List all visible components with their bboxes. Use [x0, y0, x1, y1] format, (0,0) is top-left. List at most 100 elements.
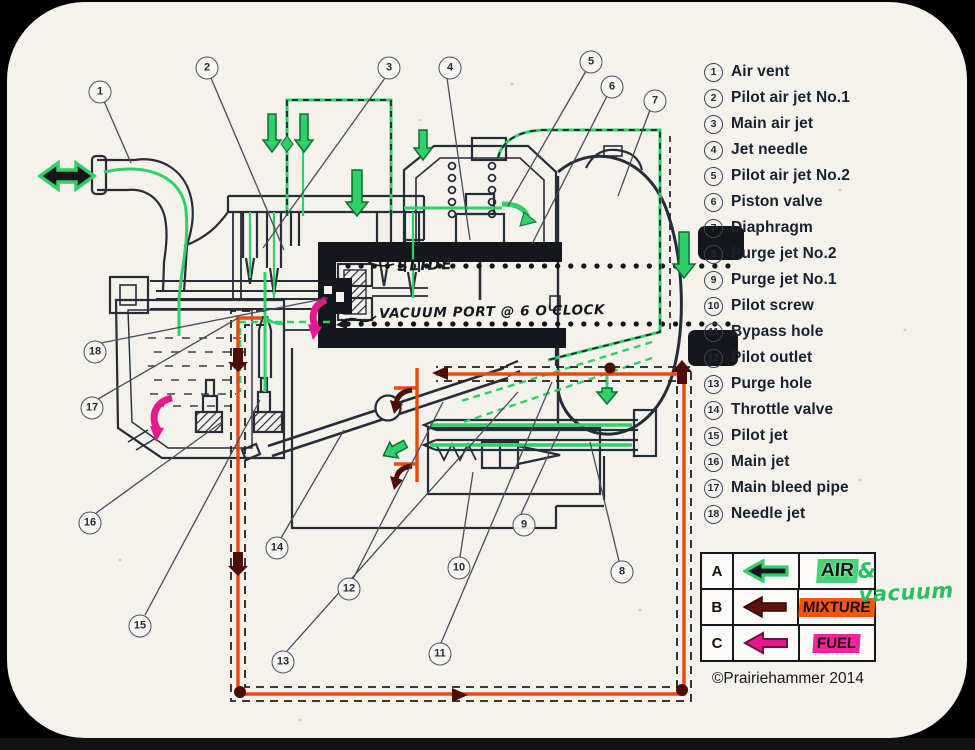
air-flow-paths — [37, 98, 697, 459]
legend-label: Needle jet — [731, 505, 806, 523]
legend-number: 1 — [704, 62, 723, 82]
key-label-air: AIR — [815, 559, 859, 583]
carburetor-line-art — [90, 136, 683, 530]
key-letter-c: C — [702, 626, 734, 660]
legend-label: Bypass hole — [731, 323, 824, 341]
legend-item-11: 11 Bypass hole — [704, 319, 850, 345]
fuel-arrow-icon — [734, 626, 800, 660]
legend-number: 10 — [704, 296, 723, 316]
legend-item-5: 5 Pilot air jet No.2 — [704, 163, 850, 189]
key-label-fuel: FUEL — [812, 633, 862, 653]
legend-item-14: 14 Throttle valve — [704, 397, 850, 423]
legend-number: 14 — [704, 400, 723, 420]
annotation-slide: SLIDE — [396, 255, 454, 275]
callout-15: 15 — [128, 614, 152, 638]
air-arrow-icon — [734, 554, 800, 588]
callout-9: 9 — [512, 513, 536, 537]
legend-item-3: 3 Main air jet — [704, 111, 850, 137]
legend-label: Piston valve — [731, 193, 823, 211]
legend-label: Air vent — [731, 63, 790, 81]
legend-label: Pilot jet — [731, 427, 788, 445]
legend-label: Purge jet No.2 — [731, 245, 837, 263]
callout-2: 2 — [195, 56, 219, 80]
mixture-flow-path — [228, 310, 692, 702]
callout-6: 6 — [600, 75, 624, 99]
callout-1: 1 — [88, 80, 112, 104]
legend-item-4: 4 Jet needle — [704, 137, 850, 163]
copyright-text: ©Prairiehammer 2014 — [712, 670, 864, 687]
air-double-arrow — [37, 159, 97, 193]
legend-number: 4 — [704, 140, 723, 160]
legend-number: 13 — [704, 374, 723, 394]
fuel-arrow-vacuum-port — [309, 296, 328, 330]
legend-item-15: 15 Pilot jet — [704, 423, 850, 449]
legend-item-6: 6 Piston valve — [704, 189, 850, 215]
mixture-arrow-icon — [734, 590, 799, 624]
callout-7: 7 — [643, 89, 667, 113]
callout-8: 8 — [610, 560, 634, 584]
key-row-mixture: B MIXTURE — [702, 588, 875, 624]
key-row-fuel: C FUEL — [702, 624, 874, 660]
legend-number: 16 — [704, 452, 723, 472]
fuel-arrow-float-valve — [150, 394, 174, 432]
key-letter-a: A — [702, 554, 734, 588]
legend-label: Jet needle — [731, 141, 808, 159]
callout-13: 13 — [271, 650, 295, 674]
legend-label: Main bleed pipe — [731, 479, 849, 497]
callout-4: 4 — [438, 56, 462, 80]
callout-17: 17 — [80, 396, 104, 420]
air-arrow-down-3 — [412, 129, 434, 162]
parts-legend: 1 Air vent 2 Pilot air jet No.1 3 Main air … — [704, 59, 850, 527]
paper-speckles — [118, 82, 907, 722]
flow-key-table: A AIR B MIXTURE C FUEL — [700, 552, 876, 662]
key-letter-b: B — [702, 590, 734, 624]
legend-label: Main jet — [731, 453, 790, 471]
legend-number: 9 — [704, 270, 723, 290]
legend-label: Throttle valve — [731, 401, 834, 419]
legend-number: 5 — [704, 166, 723, 186]
legend-label: Purge jet No.1 — [731, 271, 837, 289]
legend-item-10: 10 Pilot screw — [704, 293, 850, 319]
legend-number: 7 — [704, 218, 723, 238]
legend-item-9: 9 Purge jet No.1 — [704, 267, 850, 293]
legend-item-8: 8 Purge jet No.2 — [704, 241, 850, 267]
legend-number: 6 — [704, 192, 723, 212]
legend-number: 3 — [704, 114, 723, 134]
callout-14: 14 — [265, 536, 289, 560]
legend-number: 11 — [704, 322, 723, 342]
fuel-arrows — [150, 296, 328, 442]
air-arrow-down-4 — [344, 169, 370, 218]
legend-label: Diaphragm — [731, 219, 813, 237]
legend-number: 12 — [704, 348, 723, 368]
legend-item-2: 2 Pilot air jet No.1 — [704, 85, 850, 111]
callout-11: 11 — [428, 642, 452, 666]
legend-label: Purge hole — [731, 375, 813, 393]
callout-3: 3 — [377, 56, 401, 80]
legend-item-7: 7 Diaphragm — [704, 215, 850, 241]
legend-item-12: 12 Pilot outlet — [704, 345, 850, 371]
legend-number: 17 — [704, 478, 723, 498]
legend-item-1: 1 Air vent — [704, 59, 850, 85]
legend-item-16: 16 Main jet — [704, 449, 850, 475]
callout-leader-lines — [95, 70, 651, 652]
bottom-photo-edge — [0, 738, 975, 750]
legend-label: Pilot screw — [731, 297, 814, 315]
key-row-air: A AIR — [702, 554, 874, 588]
legend-label: Pilot air jet No.2 — [731, 167, 850, 185]
air-arrow-down-5 — [671, 231, 697, 280]
legend-item-13: 13 Purge hole — [704, 371, 850, 397]
legend-number: 2 — [704, 88, 723, 108]
callout-10: 10 — [447, 556, 471, 580]
legend-label: Pilot air jet No.1 — [731, 89, 850, 107]
legend-label: Main air jet — [731, 115, 814, 133]
air-arrow-down-2 — [293, 113, 315, 154]
callout-18: 18 — [83, 340, 107, 364]
legend-item-17: 17 Main bleed pipe — [704, 475, 850, 501]
legend-label: Pilot outlet — [731, 349, 813, 367]
air-arrow-down-6 — [595, 387, 619, 406]
air-arrow-down-1 — [261, 113, 283, 154]
legend-number: 15 — [704, 426, 723, 446]
legend-number: 8 — [704, 244, 723, 264]
callout-12: 12 — [337, 577, 361, 601]
